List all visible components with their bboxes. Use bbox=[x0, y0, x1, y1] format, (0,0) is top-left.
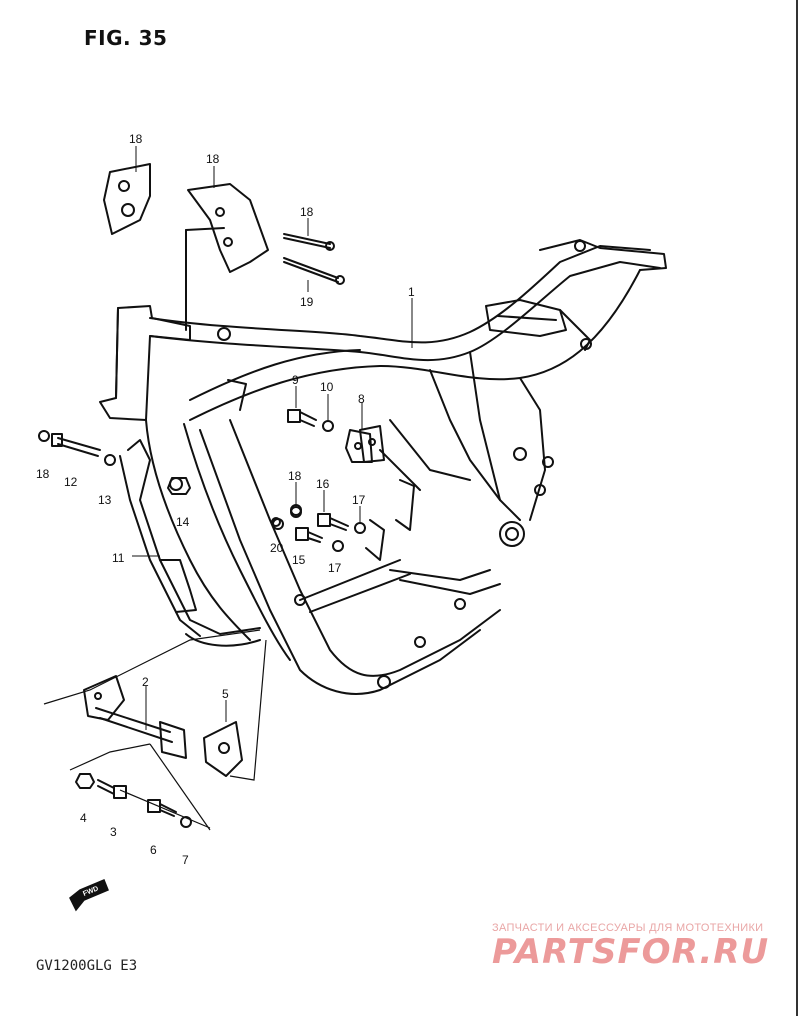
watermark-tagline: ЗАПЧАСТИ И АКСЕССУАРЫ ДЛЯ МОТОТЕХНИКИ bbox=[492, 922, 764, 934]
part-19-bracket bbox=[103, 163, 151, 235]
watermark-brand: PARTSFOR.RU bbox=[492, 932, 770, 972]
callout-19: 18 bbox=[129, 132, 143, 146]
callout-18-center: 18 bbox=[288, 469, 302, 483]
figure-title: FIG. 35 bbox=[84, 26, 168, 50]
callout-15: 15 bbox=[292, 553, 306, 567]
leader-lines bbox=[132, 146, 413, 730]
steering-head bbox=[99, 305, 191, 421]
callout-12: 12 bbox=[64, 475, 78, 489]
mounting-lugs bbox=[169, 240, 592, 689]
cross-members bbox=[299, 419, 554, 613]
callout-5: 5 bbox=[222, 687, 229, 701]
page-edge bbox=[796, 0, 798, 1016]
long-bolts bbox=[283, 233, 345, 285]
callout-13: 13 bbox=[98, 493, 112, 507]
callout-14: 14 bbox=[176, 515, 190, 529]
callout-17-upper: 17 bbox=[352, 493, 366, 507]
top-tubes bbox=[149, 245, 661, 421]
callout-1: 1 bbox=[408, 285, 415, 299]
fwd-arrow: FWD bbox=[69, 879, 109, 912]
callout-7: 7 bbox=[182, 853, 189, 867]
left-cradle-rail bbox=[119, 439, 261, 647]
callout-9: 9 bbox=[292, 373, 299, 387]
callout-18-left: 18 bbox=[36, 467, 50, 481]
callout-labels: 18 18 18 19 1 9 10 8 18 12 13 14 18 16 1… bbox=[36, 132, 415, 867]
callout-16: 16 bbox=[316, 477, 330, 491]
callout-3: 3 bbox=[110, 825, 117, 839]
small-hardware bbox=[38, 409, 373, 552]
callout-10: 10 bbox=[320, 380, 334, 394]
callout-20: 18 bbox=[206, 152, 220, 166]
callout-8: 8 bbox=[358, 392, 365, 406]
part-20-bracket bbox=[185, 183, 269, 331]
callout-4: 4 bbox=[80, 811, 87, 825]
engine-mount-parts bbox=[75, 675, 243, 828]
callout-22: 19 bbox=[300, 295, 314, 309]
callout-17-lower: 17 bbox=[328, 561, 342, 575]
callout-11: 11 bbox=[112, 551, 125, 565]
callout-2: 2 bbox=[142, 675, 149, 689]
callout-6: 6 bbox=[150, 843, 157, 857]
down-tubes bbox=[145, 419, 501, 695]
explode-guides bbox=[43, 230, 267, 831]
callout-21: 18 bbox=[300, 205, 314, 219]
callout-18-lower: 20 bbox=[270, 541, 284, 555]
model-code: GV1200GLG E3 bbox=[36, 958, 138, 974]
